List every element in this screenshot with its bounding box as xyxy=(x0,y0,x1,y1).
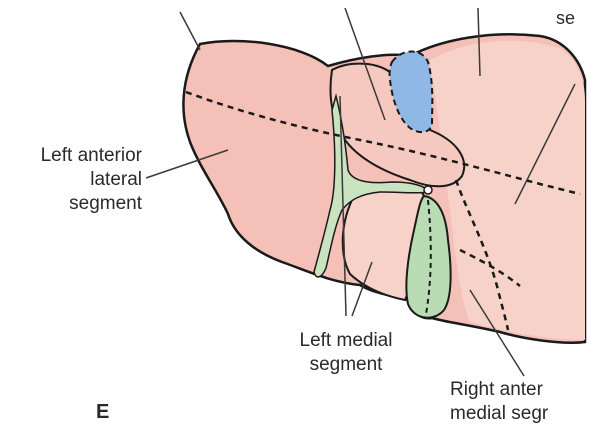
label-line: Left medial xyxy=(276,329,416,353)
hilum-node xyxy=(424,186,432,194)
label-line: lateral xyxy=(41,168,142,192)
label-right-anterior-medial: Right anter medial segr xyxy=(450,378,548,426)
label-line: Left anterior xyxy=(41,144,142,168)
label-line: segment xyxy=(276,353,416,377)
label-line: Right anter xyxy=(450,378,548,402)
label-left-medial: Left medial segment xyxy=(276,329,416,377)
label-top-right-partial: se xyxy=(556,6,575,30)
label-left-anterior-lateral: Left anterior lateral segment xyxy=(41,144,142,216)
label-line: medial segr xyxy=(450,402,548,426)
label-line: segment xyxy=(41,192,142,216)
leader-top-left xyxy=(180,12,200,50)
panel-letter: E xyxy=(96,400,109,424)
